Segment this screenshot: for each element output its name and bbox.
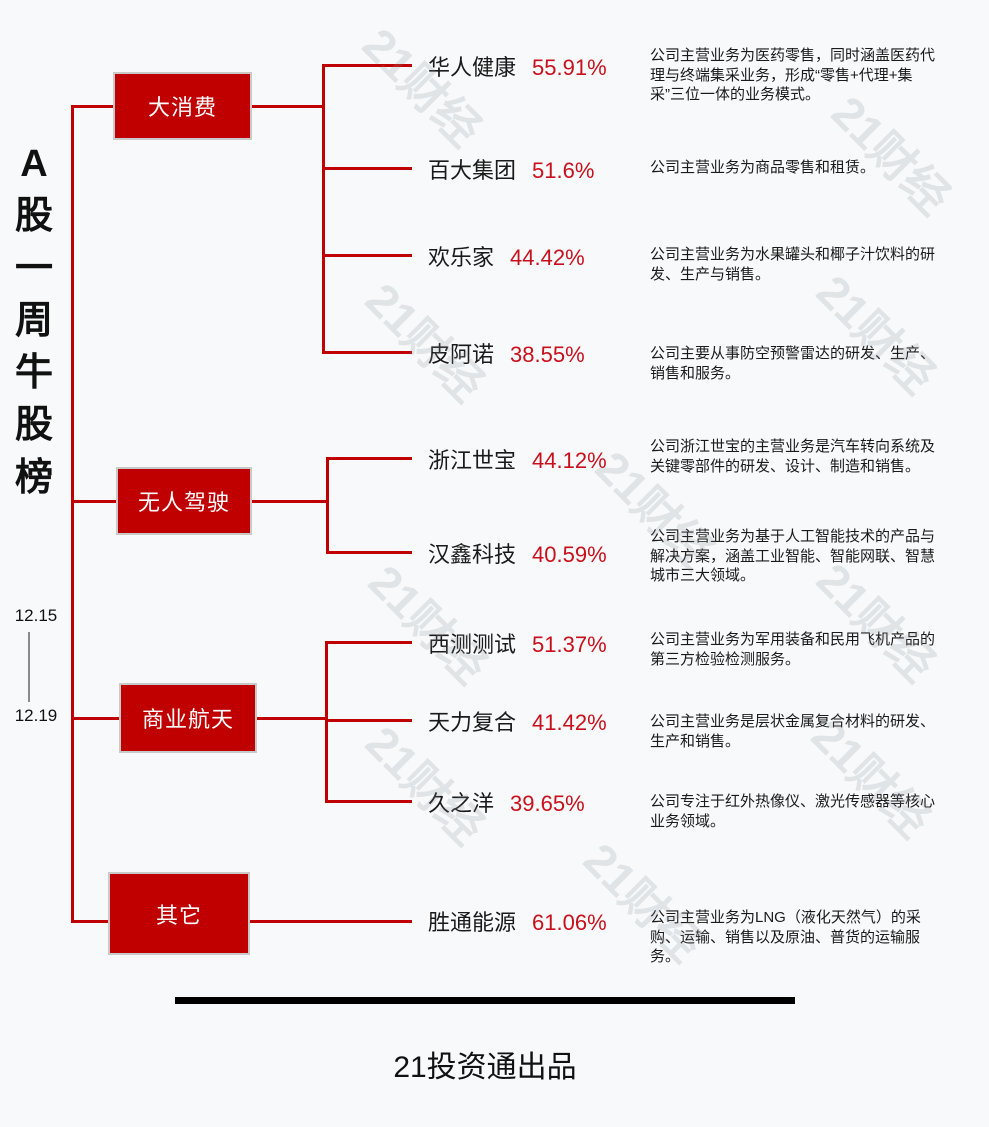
category-0-left-stub bbox=[72, 104, 113, 108]
date-end: 12.19 bbox=[14, 706, 58, 725]
stock-description: 公司主营业务为军用装备和民用飞机产品的第三方检验检测服务。 bbox=[650, 631, 936, 668]
category-0-child-line bbox=[321, 63, 325, 354]
brand-watermark: 21财经 bbox=[358, 555, 497, 694]
category-box: 大消费 bbox=[113, 72, 252, 140]
brand-watermark: 21财经 bbox=[352, 18, 491, 157]
stock-gain-percent: 44.42% bbox=[510, 245, 585, 270]
stock-0-2-stub bbox=[323, 253, 412, 257]
stock-description: 公司浙江世宝的主营业务是汽车转向系统及关键零部件的研发、设计、制造和销售。 bbox=[650, 438, 936, 475]
stock-name: 浙江世宝 bbox=[428, 448, 517, 473]
stock-description: 公司主营业务是层状金属复合材料的研发、生产和销售。 bbox=[650, 713, 936, 750]
title-character: A bbox=[20, 143, 48, 185]
category-0-right-stub bbox=[252, 104, 323, 108]
stock-gain-percent: 44.12% bbox=[532, 448, 607, 473]
stock-row: 皮阿诺 38.55% bbox=[428, 337, 585, 369]
stock-1-1-stub bbox=[327, 550, 412, 554]
stock-row: 欢乐家 44.42% bbox=[428, 240, 585, 272]
footer-caption: 21投资通出品 bbox=[393, 1051, 577, 1084]
stock-0-1-stub bbox=[323, 166, 412, 170]
stock-2-2-stub bbox=[326, 799, 412, 803]
stock-row: 汉鑫科技 40.59% bbox=[428, 537, 607, 569]
stock-description: 公司主营业务为医药零售，同时涵盖医药代理与终端集采业务，形成“零售+代理+集采”… bbox=[650, 47, 936, 103]
stock-gain-percent: 61.06% bbox=[532, 910, 607, 935]
stock-name: 华人健康 bbox=[428, 55, 517, 80]
title-character: 榜 bbox=[14, 456, 53, 499]
category-2-left-stub bbox=[72, 716, 119, 720]
stock-1-0-stub bbox=[327, 456, 412, 460]
stock-gain-percent: 51.6% bbox=[532, 158, 595, 183]
title-character: 股 bbox=[14, 404, 53, 447]
stock-row: 华人健康 55.91% bbox=[428, 50, 607, 82]
tree-trunk-line bbox=[70, 104, 74, 923]
title-character: 一 bbox=[14, 247, 53, 290]
stock-description: 公司主营业务为水果罐头和椰子汁饮料的研发、生产与销售。 bbox=[650, 246, 936, 283]
stock-name: 胜通能源 bbox=[428, 910, 517, 935]
footer-divider-bar bbox=[175, 997, 795, 1004]
stock-0-3-stub bbox=[323, 350, 412, 354]
stock-name: 西测测试 bbox=[428, 632, 517, 657]
stock-gain-percent: 39.65% bbox=[510, 791, 585, 816]
category-1-left-stub bbox=[72, 499, 116, 503]
category-1-right-stub bbox=[252, 499, 327, 503]
category-1-child-line bbox=[325, 456, 329, 554]
stock-2-1-stub bbox=[326, 718, 412, 722]
stock-name: 皮阿诺 bbox=[428, 342, 495, 367]
stock-name: 天力复合 bbox=[428, 710, 517, 735]
title-character: 周 bbox=[14, 299, 53, 342]
stock-gain-percent: 55.91% bbox=[532, 55, 607, 80]
stock-gain-percent: 41.42% bbox=[532, 710, 607, 735]
stock-0-0-stub bbox=[323, 63, 412, 67]
stock-name: 欢乐家 bbox=[428, 245, 495, 270]
category-label: 其它 bbox=[155, 902, 202, 928]
date-divider-line bbox=[28, 632, 30, 702]
stock-gain-percent: 38.55% bbox=[510, 342, 585, 367]
stock-description: 公司主要从事防空预警雷达的研发、生产、销售和服务。 bbox=[650, 345, 936, 382]
category-box: 其它 bbox=[108, 872, 250, 955]
category-label: 大消费 bbox=[147, 95, 217, 120]
stock-row: 西测测试 51.37% bbox=[428, 627, 607, 659]
category-box: 无人驾驶 bbox=[116, 467, 252, 535]
stock-description: 公司主营业务为LNG（液化天然气）的采购、运输、销售以及原油、普货的运输服务。 bbox=[650, 909, 921, 965]
stock-2-0-stub bbox=[326, 640, 412, 644]
category-box: 商业航天 bbox=[119, 683, 257, 753]
stock-name: 百大集团 bbox=[428, 158, 517, 183]
stock-gain-percent: 51.37% bbox=[532, 632, 607, 657]
stock-description: 公司专注于红外热像仪、激光传感器等核心业务领域。 bbox=[650, 793, 936, 830]
category-label: 无人驾驶 bbox=[137, 490, 230, 515]
stock-name: 汉鑫科技 bbox=[428, 542, 517, 567]
category-label: 商业航天 bbox=[141, 707, 234, 732]
stock-description: 公司主营业务为基于人工智能技术的产品与解决方案，涵盖工业智能、智能网联、智慧城市… bbox=[650, 528, 936, 584]
stock-name: 久之洋 bbox=[428, 791, 495, 816]
title-character: 股 bbox=[14, 195, 53, 238]
stock-row: 天力复合 41.42% bbox=[428, 705, 607, 737]
title-character: 牛 bbox=[14, 352, 53, 395]
category-2-child-line bbox=[324, 640, 328, 803]
stock-row: 百大集团 51.6% bbox=[428, 153, 594, 185]
date-start: 12.15 bbox=[14, 606, 58, 625]
stock-row: 胜通能源 61.06% bbox=[428, 905, 607, 937]
category-2-right-stub bbox=[257, 716, 326, 720]
stock-gain-percent: 40.59% bbox=[532, 542, 607, 567]
stock-row: 久之洋 39.65% bbox=[428, 786, 585, 818]
stock-description: 公司主营业务为商品零售和租赁。 bbox=[650, 159, 876, 176]
stock-row: 浙江世宝 44.12% bbox=[428, 443, 607, 475]
